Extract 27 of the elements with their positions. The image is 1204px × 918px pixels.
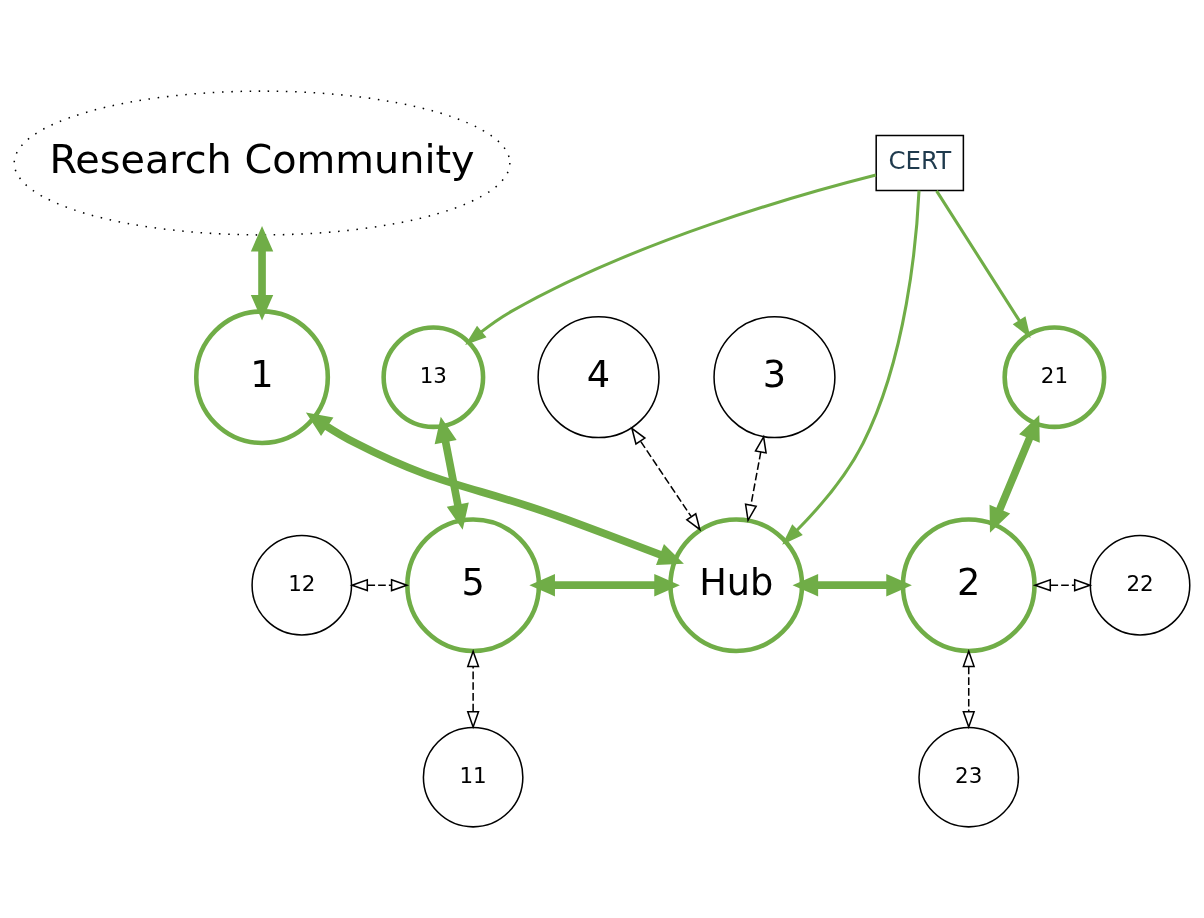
arrow: [989, 414, 1040, 533]
arrow: [250, 225, 274, 321]
node-circle: 2: [900, 517, 1037, 654]
arrow: [630, 426, 702, 532]
arrow: [434, 416, 469, 530]
node-circle: 12: [251, 534, 353, 636]
arrow: [349, 578, 410, 592]
arrow: [1032, 578, 1093, 592]
node-circle: 23: [918, 726, 1020, 828]
node-ellipse: Research Community: [13, 90, 511, 236]
node-circle: 3: [713, 315, 836, 439]
node-circle: 4: [537, 315, 660, 439]
node-circle: 21: [1002, 325, 1107, 430]
arrow: [962, 648, 976, 730]
node-circle: 5: [405, 517, 542, 654]
arrow: [305, 412, 684, 566]
arrow: [466, 648, 480, 730]
arrow: [465, 173, 877, 346]
node-circle: 1: [193, 309, 331, 446]
node-box: CERT: [875, 134, 965, 192]
arrow: [935, 190, 1031, 339]
node-circle: 22: [1089, 534, 1191, 636]
node-circle: 11: [422, 726, 524, 828]
arrow: [529, 574, 680, 597]
arrow: [792, 574, 912, 597]
arrow: [744, 434, 767, 523]
arrow: [782, 190, 921, 545]
